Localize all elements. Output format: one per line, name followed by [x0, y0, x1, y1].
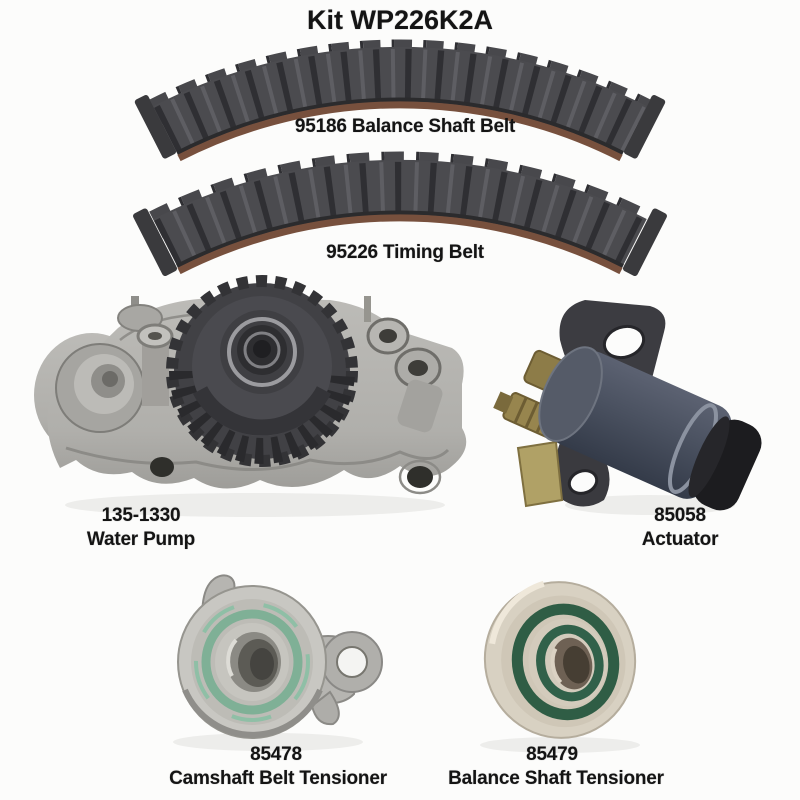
timing-belt-photo — [133, 151, 667, 277]
plunger-ridge — [513, 397, 528, 423]
inner-green-seal — [536, 624, 604, 702]
balance-shaft-belt-label: 95186 Balance Shaft Belt — [294, 116, 516, 137]
bore-deep — [250, 648, 274, 680]
balance-tensioner-name: Balance Shaft Tensioner — [448, 768, 664, 789]
belt-body — [153, 46, 647, 156]
outer-green-seal — [511, 603, 620, 721]
belt-cut-end — [623, 208, 667, 277]
mounting-eye-hole — [336, 646, 368, 678]
actuator-number: 85058 — [654, 505, 706, 526]
sprocket-side-teeth — [169, 370, 355, 464]
plunger-tip — [493, 391, 514, 414]
shadow — [65, 493, 445, 517]
shadow — [565, 495, 735, 515]
end-cap-face — [688, 416, 730, 498]
actuator-name: Actuator — [641, 529, 719, 550]
sprocket-center-bore — [253, 340, 271, 358]
water-pump-number: 135-1330 — [101, 505, 181, 526]
kit-title: Kit WP226K2A — [306, 5, 494, 35]
bolt-ear — [398, 459, 442, 495]
bolt-hole — [407, 466, 433, 488]
belt-rib-shadows — [154, 161, 646, 268]
pump-hub-center — [102, 371, 118, 387]
belt-brown-backing — [177, 214, 623, 275]
balance-shaft-belt-photo — [134, 39, 666, 162]
pump-port-bore — [148, 332, 162, 340]
pump-flange-line — [65, 446, 450, 472]
belt-cut-end — [133, 208, 177, 277]
brass-plate — [516, 440, 564, 508]
outer-seal-hint — [194, 602, 310, 722]
actuator-cylinder — [538, 346, 762, 511]
teal-seal-ring — [201, 609, 303, 715]
bracket-hole — [567, 469, 599, 495]
bore-highlight — [226, 638, 238, 677]
bore-deep — [563, 645, 590, 684]
balance-tensioner-number: 85479 — [526, 744, 578, 765]
bore-highlight — [550, 647, 563, 684]
pulley-rim-shading — [182, 688, 323, 738]
water-pump-name: Water Pump — [86, 529, 196, 550]
camshaft-tensioner-name: Camshaft Belt Tensioner — [169, 768, 387, 789]
shadow — [173, 733, 363, 751]
rubber-end-cap — [693, 419, 762, 511]
belt-inner-lip — [176, 97, 624, 155]
camshaft-tensioner-photo — [173, 574, 383, 751]
bracket-hole — [602, 324, 646, 360]
cylinder-face — [538, 346, 603, 442]
pump-fitting-bore — [379, 329, 397, 343]
sprocket-face-shading — [192, 386, 332, 436]
arm-lower-hook — [310, 690, 340, 726]
shadow — [480, 737, 640, 753]
belt-brown-backing — [177, 101, 623, 162]
belt-inner-lip — [176, 210, 624, 268]
water-pump-photo — [34, 275, 467, 517]
rim-highlight — [489, 580, 545, 645]
belt-cut-end — [134, 94, 177, 159]
camshaft-tensioner-number: 85478 — [250, 744, 302, 765]
pump-fitting-body — [397, 379, 443, 433]
balance-tensioner-photo — [480, 580, 640, 753]
actuator-photo — [493, 300, 762, 515]
belt-cut-end — [623, 94, 666, 159]
timing-belt-label: 95226 Timing Belt — [326, 242, 484, 263]
pump-fitting-bore — [408, 360, 428, 376]
bolt-hole — [150, 457, 174, 477]
sprocket-hub-ring — [227, 317, 297, 387]
sprocket-bearing-ring — [243, 331, 281, 369]
plunger-ridge — [524, 402, 539, 428]
pump-pin — [364, 296, 371, 322]
